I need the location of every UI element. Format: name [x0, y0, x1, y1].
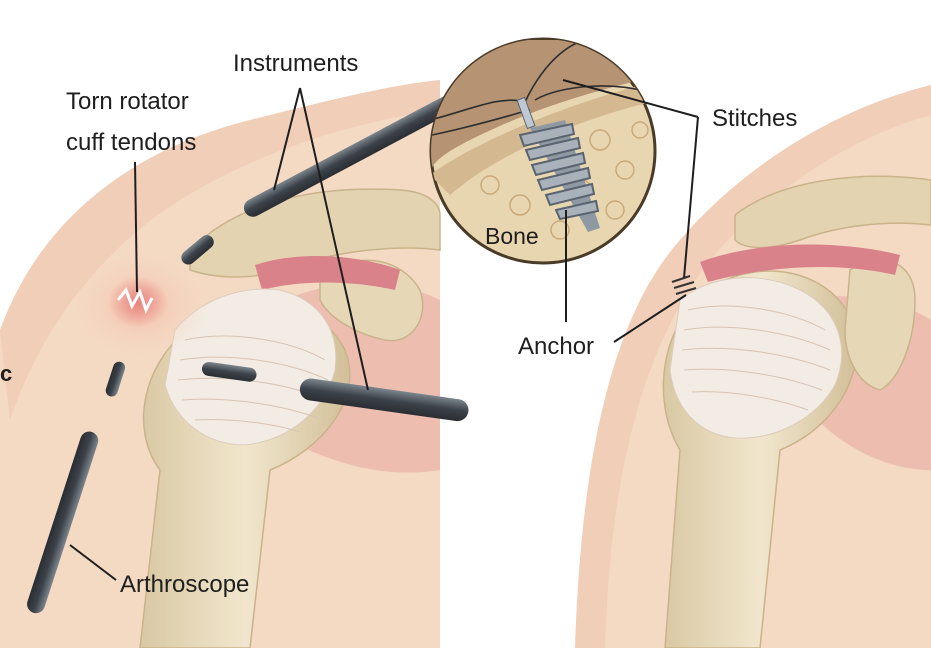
label-arthroscope: Arthroscope	[120, 571, 249, 598]
label-bone: Bone	[485, 223, 539, 249]
anchor-inset	[420, 39, 660, 263]
label-torn-line1: Torn rotator	[66, 88, 189, 115]
injury-red	[108, 276, 168, 328]
label-stitches: Stitches	[712, 105, 797, 132]
panel-letter: c	[0, 361, 12, 386]
label-torn-line2: cuff tendons	[66, 129, 196, 156]
label-instruments: Instruments	[233, 50, 358, 77]
label-anchor: Anchor	[518, 333, 594, 360]
